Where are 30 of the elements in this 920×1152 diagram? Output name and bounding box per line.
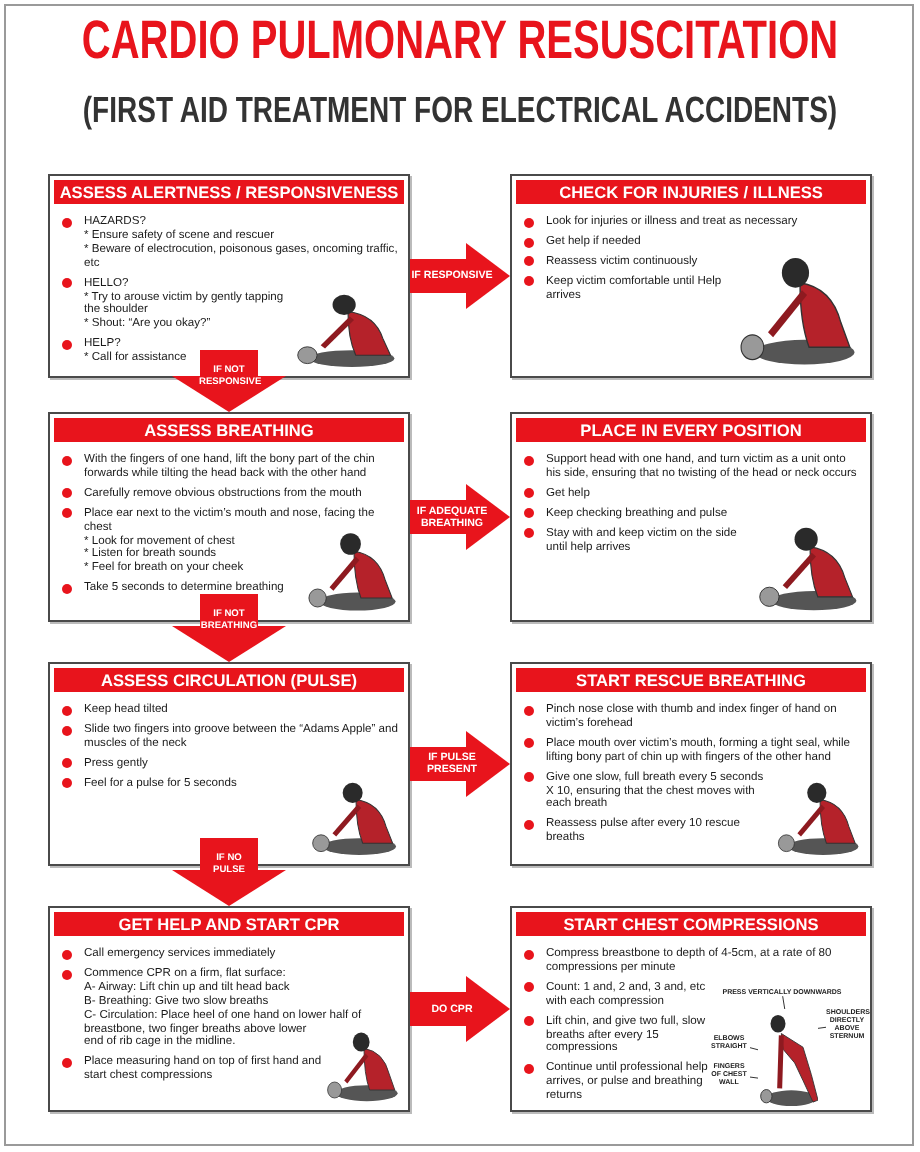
block-arrow <box>172 838 286 906</box>
block-arrow <box>172 594 286 662</box>
chest-compression-drawing <box>758 1009 818 1105</box>
step-heading: ASSESS BREATHING <box>54 418 404 442</box>
step-heading: ASSESS CIRCULATION (PULSE) <box>54 668 404 692</box>
step-panel <box>48 174 410 378</box>
poster-title: CARDIO PULMONARY RESUSCITATION <box>81 12 839 72</box>
leader-line <box>749 1076 759 1079</box>
step-heading: GET HELP AND START CPR <box>54 912 404 936</box>
leader-line <box>817 1026 827 1029</box>
leader-line <box>782 995 786 1010</box>
step-panel <box>48 412 410 622</box>
block-arrow <box>410 484 510 550</box>
block-arrow <box>172 350 286 412</box>
step-panel <box>48 906 410 1112</box>
step-panel <box>510 174 872 378</box>
step-heading: ASSESS ALERTNESS / RESPONSIVENESS <box>54 180 404 204</box>
block-arrow <box>410 243 510 309</box>
block-arrow <box>410 731 510 797</box>
poster-subtitle: (FIRST AID TREATMENT FOR ELECTRICAL ACCIDENTS) <box>82 88 838 130</box>
step-heading: PLACE IN EVERY POSITION <box>516 418 866 442</box>
leader-line <box>749 1047 759 1051</box>
block-arrow <box>410 976 510 1042</box>
step-heading: START CHEST COMPRESSIONS <box>516 912 866 936</box>
step-panel <box>48 662 410 866</box>
step-heading: CHECK FOR INJURIES / ILLNESS <box>516 180 866 204</box>
step-panel <box>510 662 872 866</box>
step-heading: START RESCUE BREATHING <box>516 668 866 692</box>
step-panel <box>510 412 872 622</box>
step-panel <box>510 906 872 1112</box>
